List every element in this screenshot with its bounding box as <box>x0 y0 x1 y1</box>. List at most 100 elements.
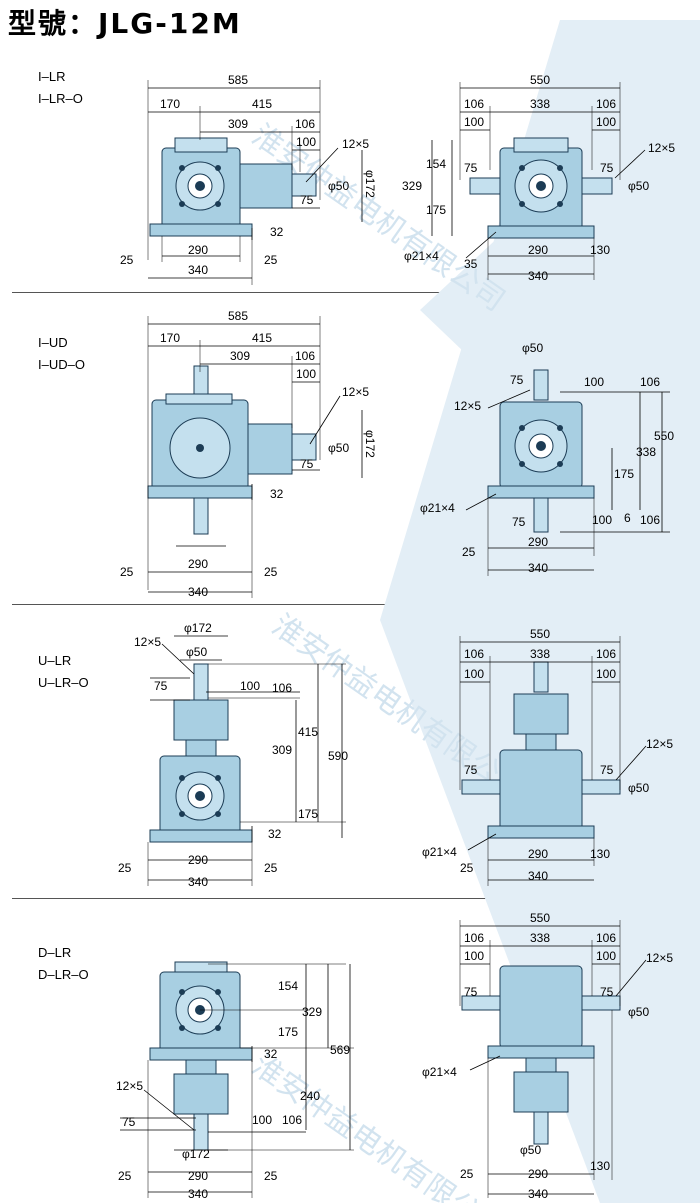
section2-right-dimensions <box>465 389 670 576</box>
dim-label: 175 <box>278 1025 298 1039</box>
dim-label: 25 <box>264 1169 278 1183</box>
dim-label: 75 <box>300 457 314 471</box>
section2-left-dimensions <box>147 316 363 598</box>
dim-label: 329 <box>302 1005 322 1019</box>
dim-label: 25 <box>118 1169 132 1183</box>
section2-right-drawing <box>487 369 595 533</box>
dim-label: 106 <box>272 681 292 695</box>
dim-label: 340 <box>528 869 548 883</box>
dim-label: 32 <box>264 1047 278 1061</box>
dim-label: 415 <box>298 725 318 739</box>
dim-label: 32 <box>270 225 284 239</box>
dim-label: 290 <box>188 243 208 257</box>
dim-label: 340 <box>528 269 548 283</box>
key-label: 12×5 <box>116 1079 143 1093</box>
dim-label: 106 <box>640 513 660 527</box>
model-label: D–LR <box>38 945 72 960</box>
section-divider <box>12 898 688 899</box>
bolt-label: φ21×4 <box>420 501 455 515</box>
dim-label: 340 <box>188 875 208 889</box>
dim-label: 100 <box>252 1113 272 1127</box>
dim-label: 106 <box>464 647 484 661</box>
dim-label: 106 <box>596 97 616 111</box>
dim-label: 290 <box>188 853 208 867</box>
dim-label: 550 <box>654 429 674 443</box>
model-label: U–LR <box>38 653 72 668</box>
section3-right-drawing <box>461 661 621 839</box>
dim-label: 106 <box>282 1113 302 1127</box>
dim-label: 25 <box>462 545 476 559</box>
dim-label: 154 <box>426 157 446 171</box>
section1-left-drawing <box>149 137 317 237</box>
key-label: 12×5 <box>342 385 369 399</box>
dim-label: 75 <box>464 985 478 999</box>
section4-left-dimensions <box>120 963 354 1198</box>
dim-label: 75 <box>122 1115 136 1129</box>
dim-label: 100 <box>584 375 604 389</box>
dim-label: 106 <box>596 931 616 945</box>
watermark-text: 淮安仲益电机有限公司 <box>245 118 511 319</box>
key-label: 12×5 <box>646 951 673 965</box>
bolt-label: φ21×4 <box>422 845 457 859</box>
dim-label: 6 <box>624 511 631 525</box>
dim-label: 75 <box>600 161 614 175</box>
dim-label: 75 <box>510 373 524 387</box>
dim-label: 415 <box>252 97 272 111</box>
dim-label: 338 <box>636 445 656 459</box>
dim-label: 290 <box>528 535 548 549</box>
dim-label: 130 <box>590 243 610 257</box>
dim-label: 75 <box>600 985 614 999</box>
dim-label: 338 <box>530 647 550 661</box>
dim-label: 550 <box>530 911 550 925</box>
watermark-graphic <box>380 20 700 1203</box>
dim-label: 32 <box>270 487 284 501</box>
dim-label: φ50 <box>186 645 207 659</box>
dim-label: 340 <box>188 585 208 599</box>
dim-label: 25 <box>120 565 134 579</box>
dim-label: 106 <box>295 117 315 131</box>
page-title: 型號：JLG-12M <box>8 7 242 40</box>
bolt-label: φ21×4 <box>404 249 439 263</box>
dim-label: 106 <box>464 931 484 945</box>
dim-label: 585 <box>228 309 248 323</box>
section4-right-dimensions <box>459 920 647 1198</box>
dim-label: 25 <box>120 253 134 267</box>
dim-label: 25 <box>264 861 278 875</box>
model-labels-4: D–LR D–LR–O <box>38 942 89 986</box>
dim-label: 590 <box>328 749 348 763</box>
key-label: 12×5 <box>342 137 369 151</box>
dim-label: φ172 <box>182 1147 210 1161</box>
dim-label: 106 <box>295 349 315 363</box>
dim-label: 309 <box>230 349 250 363</box>
dim-label: 106 <box>596 647 616 661</box>
dim-label: 100 <box>596 667 616 681</box>
key-label: 12×5 <box>648 141 675 155</box>
section-divider <box>12 604 688 605</box>
dim-label: 309 <box>272 743 292 757</box>
dim-label: 340 <box>528 1187 548 1201</box>
model-labels-1: I–LR I–LR–O <box>38 66 83 110</box>
dim-label: 25 <box>460 1167 474 1181</box>
dim-label: 25 <box>264 253 278 267</box>
dim-label: φ50 <box>628 781 649 795</box>
section1-right-drawing <box>469 137 613 239</box>
key-label: 12×5 <box>134 635 161 649</box>
dim-label: 290 <box>528 1167 548 1181</box>
dim-label: 338 <box>530 97 550 111</box>
dim-label: 100 <box>240 679 260 693</box>
dim-label: φ50 <box>628 179 649 193</box>
dim-label: 550 <box>530 627 550 641</box>
bolt-label: φ21×4 <box>422 1065 457 1079</box>
dim-label: 25 <box>264 565 278 579</box>
dim-label: 75 <box>512 515 526 529</box>
dim-label: 106 <box>640 375 660 389</box>
dim-label: 25 <box>460 861 474 875</box>
dim-label: 550 <box>530 73 550 87</box>
model-label: I–UD <box>38 335 68 350</box>
dim-label: 329 <box>402 179 422 193</box>
dim-label: 75 <box>300 193 314 207</box>
dim-label: 585 <box>228 73 248 87</box>
dim-label: φ50 <box>328 179 349 193</box>
section4-right-drawing <box>461 965 621 1145</box>
